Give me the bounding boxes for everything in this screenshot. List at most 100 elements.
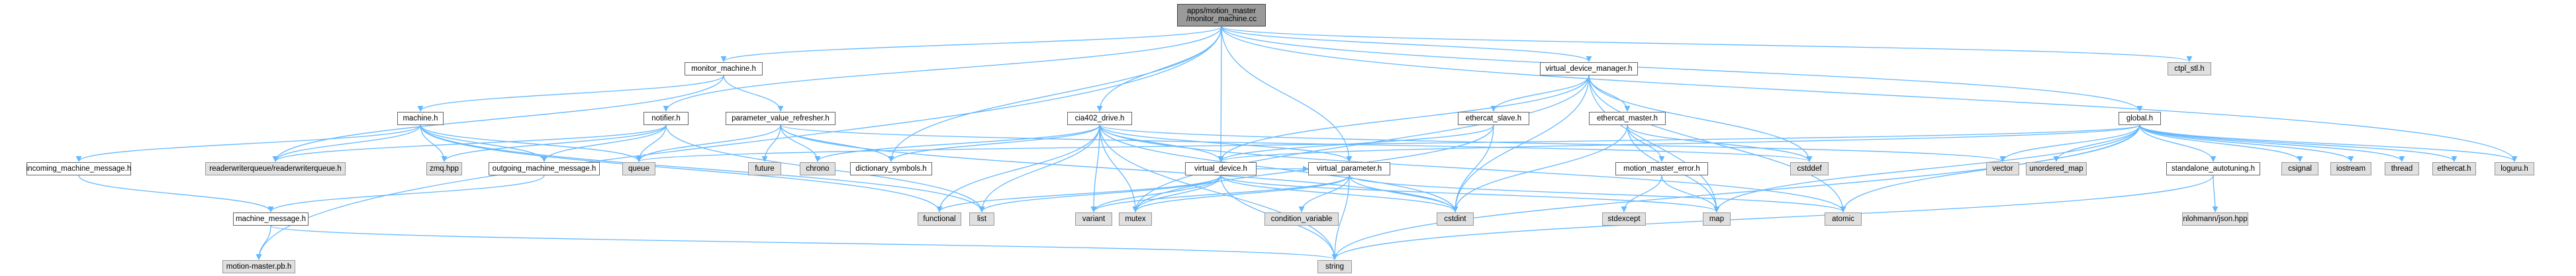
edge-root-node-monitor-machine-cc-to-node-monitor-machine-h xyxy=(720,26,1222,62)
edge-node-cia402-drive-h-to-node-virtual-device-h xyxy=(1099,124,1224,162)
edge-node-monitor-machine-h-to-node-readerwriterqueue-h xyxy=(272,75,724,162)
edge-node-machine-message-h-to-node-string xyxy=(270,225,1338,260)
node-incoming-machine-message-h[interactable]: incoming_machine_message.h xyxy=(26,162,131,175)
edge-node-global-h-to-node-vector xyxy=(1999,124,2140,162)
edge-node-cia402-drive-h-to-node-virtual-parameter-h xyxy=(1099,124,1353,162)
edge-node-motion-master-error-h-to-node-map xyxy=(1661,175,1720,212)
node-queue[interactable]: queue xyxy=(622,162,655,175)
node-monitor-machine-h[interactable]: monitor_machine.h xyxy=(685,62,763,75)
root-line-2: /monitor_machine.cc xyxy=(1186,15,1257,23)
edge-root-node-monitor-machine-cc-to-node-motion-master-pb-h xyxy=(256,26,1222,260)
edge-node-notifier-h-to-node-outgoing-machine-message-h xyxy=(541,124,667,162)
edge-node-cia402-drive-h-to-node-dictionary-symbols-h xyxy=(888,124,1100,162)
edge-node-global-h-to-node-string xyxy=(1331,124,2140,260)
edge-node-global-h-to-node-ethercat-h xyxy=(2139,124,2457,162)
node-chrono[interactable]: chrono xyxy=(800,162,835,175)
node-stdexcept[interactable]: stdexcept xyxy=(1602,212,1646,226)
node-machine-h[interactable]: machine.h xyxy=(397,112,444,125)
edge-node-virtual-device-manager-h-to-node-atomic xyxy=(1588,75,1846,212)
edge-node-notifier-h-to-node-readerwriterqueue-h xyxy=(272,124,667,162)
edge-node-cia402-drive-h-to-node-variant xyxy=(1090,124,1100,212)
edge-node-machine-h-to-node-incoming-machine-message-h xyxy=(75,124,421,162)
node-iostream[interactable]: iostream xyxy=(2330,162,2371,175)
edge-node-virtual-parameter-h-to-node-mutex xyxy=(1132,175,1350,212)
edge-node-machine-h-to-node-functional xyxy=(420,124,943,212)
node-atomic[interactable]: atomic xyxy=(1825,212,1862,226)
edge-node-global-h-to-node-queue xyxy=(636,124,2140,162)
edge-node-virtual-parameter-h-to-node-atomic xyxy=(1349,175,1846,212)
node-machine-message-h[interactable]: machine_message.h xyxy=(233,212,309,226)
node-map[interactable]: map xyxy=(1703,212,1731,226)
edge-node-global-h-to-node-csignal xyxy=(2139,124,2303,162)
edge-node-virtual-device-h-to-node-variant xyxy=(1090,175,1221,212)
node-readerwriterqueue-h[interactable]: readerwriterqueue/readerwriterqueue.h xyxy=(205,162,346,175)
node-list[interactable]: list xyxy=(969,212,994,226)
node-virtual-parameter-h[interactable]: virtual_parameter.h xyxy=(1308,162,1390,175)
node-condition-variable[interactable]: condition_variable xyxy=(1264,212,1339,226)
node-cstdint[interactable]: cstdint xyxy=(1437,212,1474,226)
edge-node-motion-master-error-h-to-node-stdexcept xyxy=(1621,175,1662,212)
edge-node-global-h-to-node-virtual-device-h xyxy=(1217,124,2140,162)
node-cstddef[interactable]: cstddef xyxy=(1790,162,1829,175)
root-line-1: apps/motion_master xyxy=(1186,7,1257,15)
edge-root-node-monitor-machine-cc-to-node-notifier-h xyxy=(663,26,1222,112)
node-loguru-h[interactable]: loguru.h xyxy=(2495,162,2534,175)
edge-node-parameter-value-refresher-h-to-node-future xyxy=(761,124,781,162)
edge-node-ethercat-master-h-to-node-cstddef xyxy=(1627,124,1813,162)
edge-node-cia402-drive-h-to-node-functional xyxy=(936,124,1100,212)
edge-node-virtual-parameter-h-to-node-variant xyxy=(1090,175,1350,212)
node-string[interactable]: string xyxy=(1317,260,1352,273)
node-cia402-drive-h[interactable]: cia402_drive.h xyxy=(1067,112,1132,125)
node-mutex[interactable]: mutex xyxy=(1119,212,1152,226)
edge-node-virtual-device-h-to-node-map xyxy=(1220,175,1720,212)
edge-node-cia402-drive-h-to-node-mutex xyxy=(1099,124,1139,212)
node-outgoing-machine-message-h[interactable]: outgoing_machine_message.h xyxy=(489,162,600,175)
node-nlohmann-json-hpp[interactable]: nlohmann/json.hpp xyxy=(2182,212,2248,226)
edge-node-ethercat-slave-h-to-node-cstdint xyxy=(1452,124,1494,212)
node-variant[interactable]: variant xyxy=(1075,212,1112,226)
node-parameter-value-refresher-h[interactable]: parameter_value_refresher.h xyxy=(726,112,835,125)
node-thread[interactable]: thread xyxy=(2385,162,2419,175)
node-zmq-hpp[interactable]: zmq.hpp xyxy=(426,162,462,175)
edge-root-node-monitor-machine-cc-to-node-virtual-device-manager-h xyxy=(1221,26,1592,62)
edge-node-virtual-parameter-h-to-node-cstdint xyxy=(1349,175,1458,212)
node-ethercat-master-h[interactable]: ethercat_master.h xyxy=(1589,112,1666,125)
edge-node-global-h-to-node-unordered-map xyxy=(2053,124,2140,162)
edge-node-machine-h-to-node-readerwriterqueue-h xyxy=(272,124,421,162)
edge-node-cia402-drive-h-to-node-vector xyxy=(1099,124,2006,162)
edge-node-virtual-device-h-to-node-list xyxy=(978,175,1221,212)
edge-node-virtual-device-manager-h-to-node-virtual-device-h xyxy=(1217,75,1590,162)
node-ethercat-h[interactable]: ethercat.h xyxy=(2432,162,2476,175)
node-dictionary-symbols-h[interactable]: dictionary_symbols.h xyxy=(850,162,932,175)
edge-root-node-monitor-machine-cc-to-node-loguru-h xyxy=(1221,26,2518,162)
node-functional[interactable]: functional xyxy=(918,212,961,226)
node-future[interactable]: future xyxy=(748,162,781,175)
node-csignal[interactable]: csignal xyxy=(2281,162,2318,175)
node-motion-master-error-h[interactable]: motion_master_error.h xyxy=(1615,162,1708,175)
edge-node-parameter-value-refresher-h-to-node-cstddef xyxy=(780,124,1813,162)
edge-node-virtual-parameter-h-to-node-string xyxy=(1331,175,1350,260)
node-motion-master-pb-h[interactable]: motion-master.pb.h xyxy=(222,260,295,273)
edge-node-cia402-drive-h-to-node-list xyxy=(978,124,1100,212)
edge-node-cia402-drive-h-to-node-string xyxy=(1099,124,1338,260)
edge-node-standalone-autotuning-h-to-node-string xyxy=(1331,175,2214,260)
node-virtual-device-manager-h[interactable]: virtual_device_manager.h xyxy=(1540,62,1638,75)
node-notifier-h[interactable]: notifier.h xyxy=(644,112,689,125)
edge-node-cia402-drive-h-to-node-chrono xyxy=(814,124,1100,162)
edge-node-machine-h-to-node-queue xyxy=(420,124,642,162)
node-unordered-map[interactable]: unordered_map xyxy=(2026,162,2087,175)
node-global-h[interactable]: global.h xyxy=(2119,112,2161,125)
edge-node-global-h-to-node-iostream xyxy=(2139,124,2354,162)
node-ethercat-slave-h[interactable]: ethercat_slave.h xyxy=(1458,112,1529,125)
edge-node-monitor-machine-h-to-node-machine-h xyxy=(417,75,724,112)
node-standalone-autotuning-h[interactable]: standalone_autotuning.h xyxy=(2166,162,2260,175)
root-node-monitor-machine-cc[interactable]: apps/motion_master /monitor_machine.cc xyxy=(1177,4,1266,26)
node-vector[interactable]: vector xyxy=(1986,162,2019,175)
node-ctpl-stl-h[interactable]: ctpl_stl.h xyxy=(2168,62,2211,75)
edge-root-node-monitor-machine-cc-to-node-dictionary-symbols-h xyxy=(888,26,1222,162)
node-virtual-device-h[interactable]: virtual_device.h xyxy=(1185,162,1257,175)
edge-node-global-h-to-node-standalone-autotuning-h xyxy=(2139,124,2217,162)
edge-node-parameter-value-refresher-h-to-node-queue xyxy=(636,124,781,162)
edge-node-outgoing-machine-message-h-to-node-machine-message-h xyxy=(267,175,545,212)
